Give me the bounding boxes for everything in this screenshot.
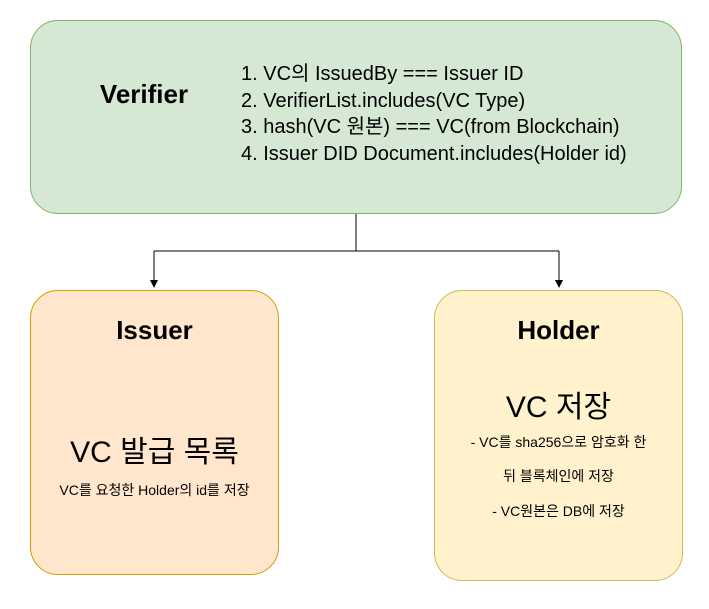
- holder-title: Holder: [517, 315, 600, 345]
- issuer-note: VC를 요청한 Holder의 id를 저장: [59, 482, 250, 498]
- verification-step: 2. VerifierList.includes(VC Type): [241, 89, 526, 112]
- verification-step: 4. Issuer DID Document.includes(Holder i…: [241, 142, 627, 165]
- verification-steps-list: 1. VC의 IssuedBy === Issuer ID 2. Verifie…: [241, 61, 627, 167]
- holder-note: - VC원본은 DB에 저장: [492, 503, 625, 519]
- holder-note: - VC를 sha256으로 암호화 한: [470, 434, 647, 450]
- holder-note: 뒤 블록체인에 저장: [503, 468, 614, 484]
- issuer-title: Issuer: [116, 315, 193, 345]
- verification-step: 3. hash(VC 원본) === VC(from Blockchain): [241, 116, 620, 138]
- holder-node: Holder VC 저장 - VC를 sha256으로 암호화 한 뒤 블록체인…: [434, 290, 683, 581]
- issuer-subtitle: VC 발급 목록: [70, 436, 239, 469]
- verifier-node: Verifier 1. VC의 IssuedBy === Issuer ID 2…: [30, 20, 682, 214]
- holder-subtitle: VC 저장: [505, 391, 612, 424]
- verification-step: 1. VC의 IssuedBy === Issuer ID: [241, 63, 524, 85]
- verifier-title: Verifier: [99, 79, 189, 109]
- issuer-node: Issuer VC 발급 목록 VC를 요청한 Holder의 id를 저장: [30, 290, 279, 575]
